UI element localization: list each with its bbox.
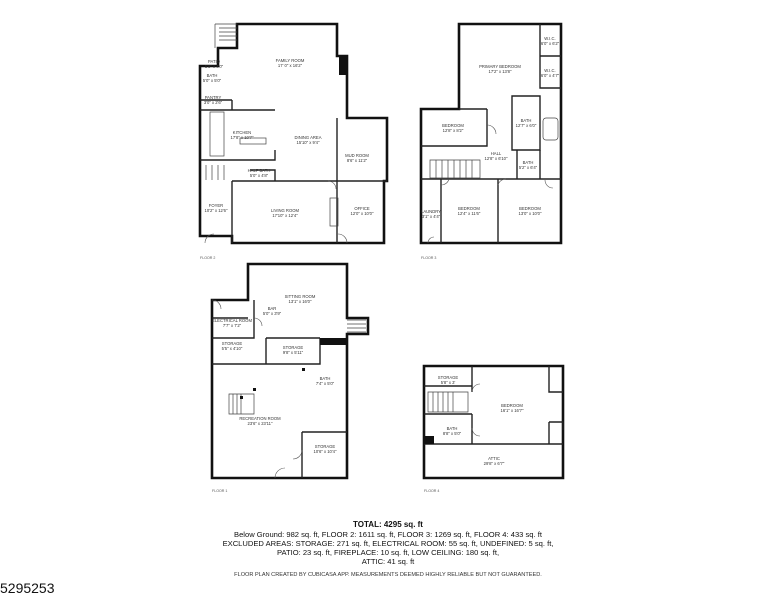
floor-label: FLOOR 2 <box>200 256 215 260</box>
floor-label: FLOOR 3 <box>421 256 436 260</box>
room-label: W.I.C.6'0" x 4'7" <box>541 68 560 78</box>
disclaimer: FLOOR PLAN CREATED BY CUBICASA APP. MEAS… <box>234 572 542 578</box>
excluded-areas-line: ATTIC: 41 sq. ft <box>361 557 415 566</box>
excluded-areas-line: PATIO: 23 sq. ft, FIREPLACE: 10 sq. ft, … <box>276 548 500 557</box>
floor-label: FLOOR 4 <box>424 489 439 493</box>
area-breakdown-line: Below Ground: 982 sq. ft, FLOOR 2: 1611 … <box>234 530 542 539</box>
floor-label: FLOOR 1 <box>212 489 227 493</box>
room-label: W.I.C.6'0" x 6'2" <box>541 36 560 46</box>
total-area: TOTAL: 4295 sq. ft <box>353 520 423 529</box>
listing-id: 5295253 <box>0 580 55 596</box>
excluded-areas-line: EXCLUDED AREAS: STORAGE: 271 sq. ft, ELE… <box>222 539 554 548</box>
